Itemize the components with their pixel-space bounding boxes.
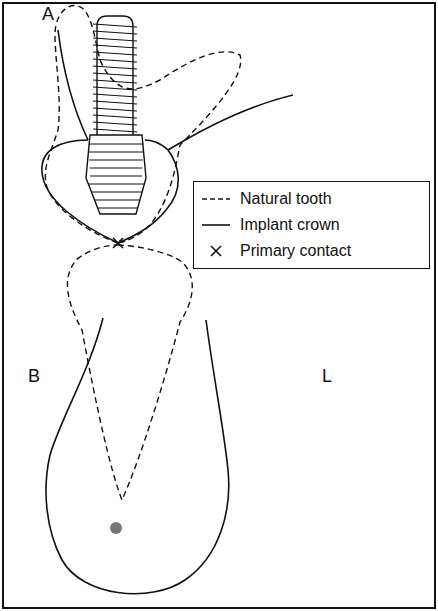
- implant-thread: [93, 80, 137, 83]
- legend-row: Primary contact: [200, 238, 423, 264]
- legend-text: Primary contact: [240, 241, 351, 261]
- implant-collar-ring: [88, 144, 143, 145]
- implant-thread: [93, 66, 137, 69]
- implant-thread: [93, 115, 137, 118]
- implant-thread: [93, 129, 137, 132]
- gum-line: [58, 30, 88, 140]
- region-letter: A: [42, 4, 54, 24]
- legend-text: Implant crown: [240, 215, 340, 235]
- implant-collar: [86, 135, 146, 214]
- region-letter: B: [28, 366, 40, 386]
- gum-line: [168, 95, 293, 150]
- implant-collar-ring: [89, 152, 143, 153]
- region-letter: L: [322, 366, 332, 386]
- implant-collar-ring: [88, 184, 144, 185]
- implant-thread: [93, 108, 137, 111]
- legend-swatch: [200, 241, 232, 261]
- implant-thread: [93, 24, 137, 27]
- implant-thread: [93, 94, 137, 97]
- legend-text: Natural tooth: [240, 189, 332, 209]
- implant-crown-outline: [46, 318, 229, 594]
- implant-collar-ring: [95, 200, 140, 201]
- legend-swatch: [200, 189, 232, 209]
- implant-dot: [110, 522, 122, 534]
- implant-thread: [93, 45, 137, 48]
- implant-fixture: [86, 16, 146, 214]
- frame-border: [3, 3, 435, 608]
- legend-row: Implant crown: [200, 212, 423, 238]
- primary-contact-mark: [113, 238, 123, 248]
- legend-swatch: [200, 215, 232, 235]
- legend-row: Natural tooth: [200, 186, 423, 212]
- implant-thread: [93, 101, 137, 104]
- implant-thread: [93, 31, 137, 34]
- implant-collar-ring: [90, 168, 143, 169]
- implant-collar-ring: [91, 192, 142, 193]
- legend-box: Natural toothImplant crownPrimary contac…: [193, 181, 430, 269]
- implant-thread: [93, 73, 137, 76]
- implant-collar-ring: [98, 208, 138, 209]
- implant-collar-ring: [90, 176, 142, 177]
- implant-thread: [93, 52, 137, 55]
- implant-collar-ring: [89, 160, 143, 161]
- natural-tooth-outline: [67, 245, 192, 500]
- implant-thread: [93, 38, 137, 41]
- implant-thread: [93, 122, 137, 125]
